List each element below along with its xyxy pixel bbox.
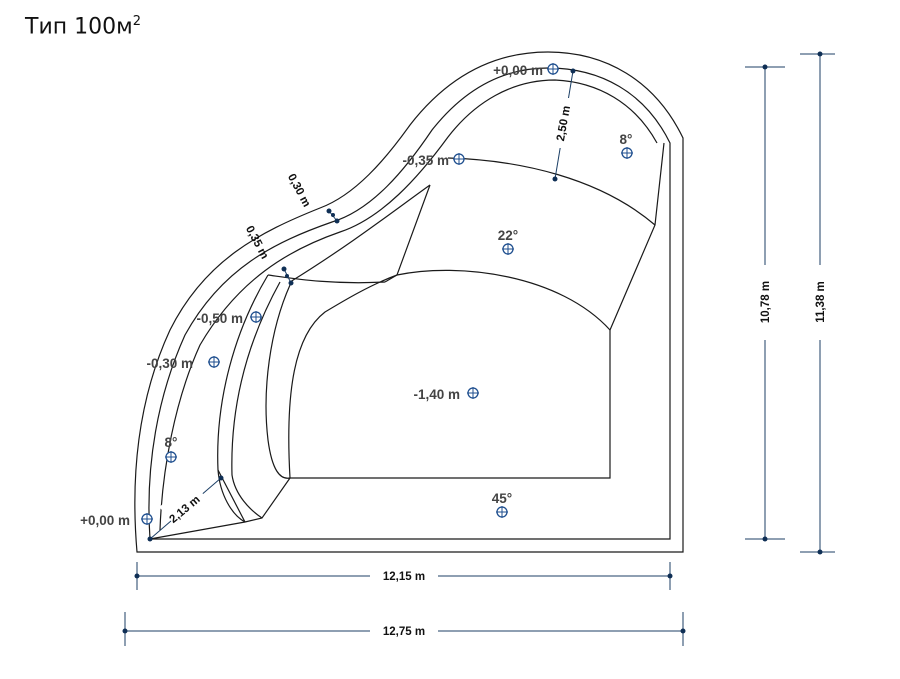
left-step-wall — [265, 284, 291, 479]
level-marker-left — [141, 513, 153, 525]
slope-marker-middle — [502, 243, 514, 255]
left-shelf-inner-line — [231, 281, 281, 519]
diagram-title: Тип 100м2 — [25, 14, 141, 39]
dimension-height-inner: 10,78 m — [745, 64, 785, 542]
slope-marker-left — [165, 451, 177, 463]
bottom-slope-edge — [149, 477, 291, 540]
level-shelf-left-outer-label: -0,30 m — [146, 356, 193, 371]
width-outer-label: 12,75 m — [383, 626, 425, 638]
level-shelf-upper-label: -0,35 m — [402, 153, 449, 168]
middle-slope-left-edge — [384, 184, 431, 283]
level-marker-shelf-left-inner — [250, 311, 262, 323]
slope-middle-label: 22° — [498, 228, 518, 243]
right-slope-edge — [609, 142, 665, 331]
pool-wall-line — [159, 79, 658, 531]
height-inner-label: 10,78 m — [760, 281, 772, 323]
slope-marker-top-right — [621, 147, 633, 159]
wall-mid-annotation: 0,35 m — [243, 224, 294, 286]
wall-top-annotation: 0,30 m — [285, 172, 340, 224]
level-top-label: +0,00 m — [493, 63, 543, 78]
left-step-edge — [267, 274, 386, 284]
slope-bottom-label: 45° — [492, 491, 512, 506]
slope-top-right-label: 8° — [620, 132, 633, 147]
level-marker-top — [547, 63, 559, 75]
level-left-label: +0,00 m — [80, 513, 130, 528]
wall-mid-label: 0,35 m — [243, 224, 270, 261]
level-marker-shelf-left-outer — [208, 356, 220, 368]
dimension-width-inner: 12,15 m — [134, 562, 673, 590]
pool-inner-outline — [148, 67, 671, 540]
width-inner-label: 12,15 m — [383, 571, 425, 583]
dimension-height-outer: 11,38 m — [800, 51, 835, 555]
title-superscript: 2 — [132, 14, 141, 29]
pool-outer-outline — [134, 51, 684, 553]
slope-marker-bottom — [496, 506, 508, 518]
slope-left-label: 8° — [165, 435, 178, 450]
step-left-annotation: 2,13 m — [147, 475, 224, 542]
dimension-width-outer: 12,75 m — [122, 612, 686, 646]
middle-slope-lower-edge — [396, 269, 611, 331]
level-marker-deep — [467, 387, 479, 399]
level-deep-label: -1,40 m — [413, 387, 460, 402]
left-shelf-outer-line — [217, 274, 269, 523]
wall-top-label: 0,30 m — [285, 172, 312, 209]
upper-shelf-line — [447, 157, 656, 226]
deep-zone-outline — [288, 274, 611, 479]
level-shelf-left-inner-label: -0,50 m — [196, 311, 243, 326]
level-marker-shelf-upper — [453, 153, 465, 165]
step-top-annotation: 2,50 m — [552, 68, 578, 182]
upper-inner-wall — [289, 184, 431, 283]
title-text: Тип 100м — [25, 14, 133, 40]
height-outer-label: 11,38 m — [815, 281, 827, 323]
